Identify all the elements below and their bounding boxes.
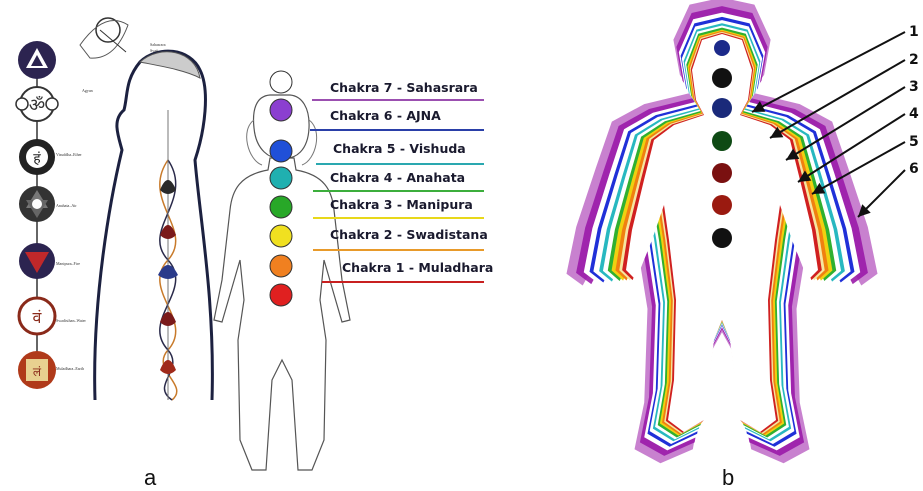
- aura-number-3: 3: [909, 79, 919, 95]
- aura-number-2: 2: [909, 52, 919, 68]
- aura-chakra-dot-5: [712, 163, 732, 183]
- panel-b-caption: b: [722, 465, 734, 491]
- aura-chakra-dot-7: [712, 228, 732, 248]
- aura-chakra-dot-1: [714, 40, 730, 56]
- aura-number-4: 4: [909, 106, 919, 122]
- aura-number-5: 5: [909, 134, 919, 150]
- aura-number-1: 1: [909, 24, 919, 40]
- aura-number-6: 6: [909, 161, 919, 177]
- aura-chakra-dot-3: [712, 98, 732, 118]
- aura-chakra-dot-6: [712, 195, 732, 215]
- aura-chakra-dot-4: [712, 131, 732, 151]
- aura-chakra-dot-2: [712, 68, 732, 88]
